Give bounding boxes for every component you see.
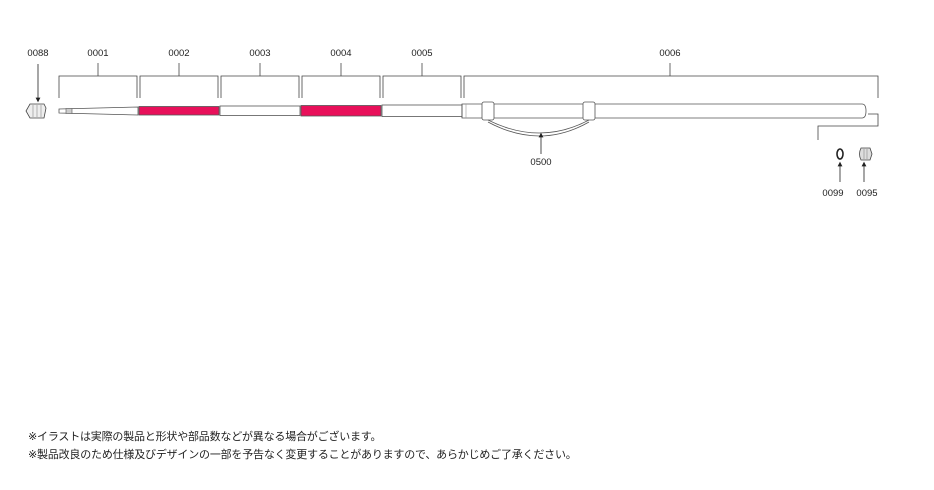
section-0003 (219, 105, 301, 116)
label-0099: 0099 (822, 188, 843, 199)
label-0500: 0500 (530, 157, 551, 168)
bracket-0004 (301, 63, 381, 98)
label-0001: 0001 (87, 48, 108, 59)
bracket-0002 (139, 63, 219, 98)
label-0003: 0003 (249, 48, 270, 59)
end-cap-0095 (859, 147, 873, 182)
section-0004 (300, 105, 382, 117)
butt-cap-0088 (25, 64, 47, 119)
label-0004: 0004 (330, 48, 351, 59)
label-0005: 0005 (411, 48, 432, 59)
label-0088: 0088 (27, 48, 48, 59)
leader-end-parts (817, 113, 879, 140)
bracket-0001 (58, 63, 138, 98)
disclaimer-illustration: ※イラストは実際の製品と形状や部品数などが異なる場合がございます。 (28, 430, 382, 443)
bracket-0006 (463, 63, 879, 98)
strap-0500 (481, 101, 596, 154)
label-0006: 0006 (659, 48, 680, 59)
bracket-0003 (220, 63, 300, 98)
section-0001 (58, 106, 139, 116)
disclaimer-specification: ※製品改良のため仕様及びデザインの一部を予告なく変更することがありますので、あら… (28, 448, 577, 461)
section-0006 (461, 103, 867, 119)
label-0002: 0002 (168, 48, 189, 59)
label-0095: 0095 (856, 188, 877, 199)
section-0005 (381, 104, 463, 117)
bracket-0005 (382, 63, 462, 98)
section-0002 (138, 106, 220, 116)
o-ring-0099 (836, 148, 844, 182)
